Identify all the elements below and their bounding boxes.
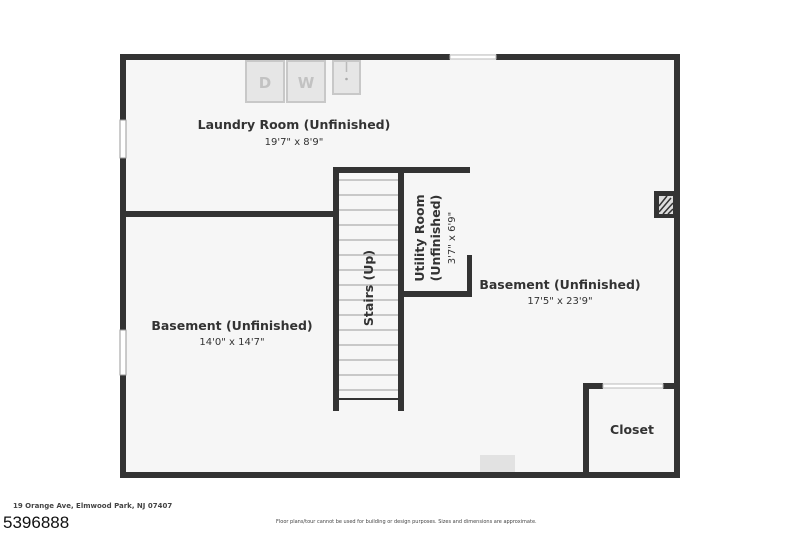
basement-right-dims: 17'5" x 23'9" — [527, 296, 592, 307]
wall-laundry-divider — [120, 211, 336, 217]
wall-bottom — [120, 472, 680, 478]
address: 19 Orange Ave, Elmwood Park, NJ 07407 — [13, 502, 173, 510]
stair-bottom-edge — [339, 398, 398, 400]
wall-top-right — [496, 54, 680, 60]
basement-left-name: Basement (Unfinished) — [151, 318, 312, 333]
wall-right — [674, 54, 680, 478]
utility-room-dims: 3'7" x 6'9" — [447, 212, 458, 264]
wall-stair-right — [398, 167, 404, 411]
wall-closet-left — [583, 383, 589, 478]
stairs-name: Stairs (Up) — [361, 250, 376, 326]
window-left-upper — [119, 119, 127, 159]
window-left-lower — [119, 329, 127, 376]
sink-icon — [332, 60, 361, 95]
wall-left — [120, 54, 126, 478]
laundry-room-name: Laundry Room (Unfinished) — [198, 117, 391, 132]
basement-right-name: Basement (Unfinished) — [479, 277, 640, 292]
utility-room-name-line2: (Unfinished) — [428, 195, 443, 282]
wall-utility-bottom — [404, 291, 472, 297]
dryer-label: D — [259, 74, 271, 92]
washer-label: W — [298, 74, 315, 92]
dryer-icon: D — [245, 60, 285, 103]
stair-treads — [339, 179, 398, 391]
utility-room-name-line1: Utility Room — [412, 194, 427, 281]
window-top — [449, 54, 497, 60]
wall-closet-top-right — [663, 383, 680, 389]
floor-vent — [480, 455, 515, 472]
walls — [120, 54, 680, 478]
wall-stair-left — [333, 167, 339, 411]
chimney-icon — [654, 191, 675, 218]
listing-id: 5396888 — [3, 513, 70, 532]
closet-door-opening — [602, 383, 664, 389]
laundry-room-dims: 19'7" x 8'9" — [265, 137, 324, 148]
wall-utility-right — [467, 255, 472, 297]
disclaimer: Floor plans/tour cannot be used for buil… — [276, 519, 537, 525]
wall-closet-top-left — [583, 383, 603, 389]
basement-left-dims: 14'0" x 14'7" — [199, 337, 264, 348]
washer-icon: W — [286, 60, 326, 103]
wall-top-left — [120, 54, 450, 60]
closet-name: Closet — [610, 422, 654, 437]
